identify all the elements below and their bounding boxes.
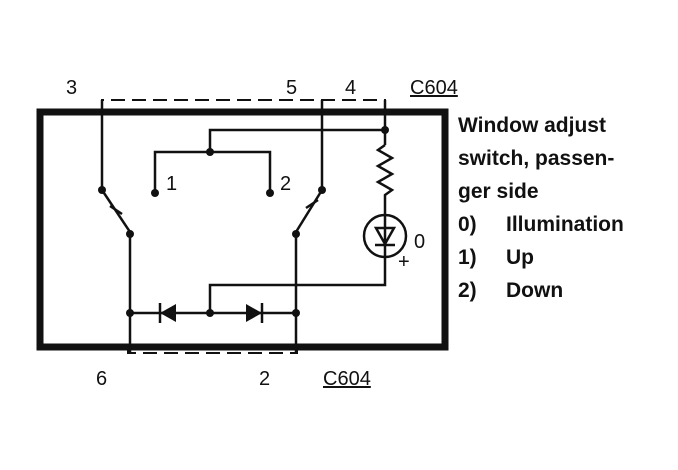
lamp-label: 0 — [414, 231, 425, 253]
pin-label-4: 4 — [345, 77, 356, 99]
legend-label-1: Up — [506, 246, 534, 269]
bus-right-junction — [292, 309, 300, 317]
lamp-polarity: + — [398, 251, 410, 273]
contact-2-dot — [266, 189, 274, 197]
lamp-return — [208, 257, 387, 313]
pin-label-6: 6 — [96, 368, 107, 390]
connector-label-bottom: C604 — [323, 368, 371, 390]
legend-key-1: 1) — [458, 246, 477, 269]
switch-housing — [36, 108, 449, 351]
connector-label-top: C604 — [410, 77, 458, 99]
bus-mid-junction — [206, 309, 214, 317]
diode-left — [160, 304, 176, 322]
legend-label-2: Down — [506, 279, 563, 302]
contact-label-1: 1 — [166, 173, 177, 195]
pin-label-5: 5 — [286, 77, 297, 99]
pin-label-3: 3 — [66, 77, 77, 99]
bus-left-junction — [126, 309, 134, 317]
right-switch-blade-mark — [305, 198, 319, 210]
legend-key-0: 0) — [458, 213, 477, 236]
contact-label-2: 2 — [280, 173, 291, 195]
diode-right — [246, 304, 262, 322]
lamp-diode — [373, 215, 397, 257]
description-line-2: switch, passen- — [458, 147, 614, 170]
left-switch-blade-mark — [109, 204, 123, 216]
legend-label-0: Illumination — [506, 213, 624, 236]
pin4-junction — [381, 126, 389, 134]
description-line-1: Window adjust — [458, 114, 606, 137]
resistor — [375, 143, 395, 215]
bus-to-lamp — [208, 128, 385, 152]
right-switch-blade — [294, 189, 324, 233]
contact-1-dot — [151, 189, 159, 197]
pin-label-2-bottom: 2 — [259, 368, 270, 390]
legend-key-2: 2) — [458, 279, 477, 302]
description-line-3: ger side — [458, 180, 539, 203]
